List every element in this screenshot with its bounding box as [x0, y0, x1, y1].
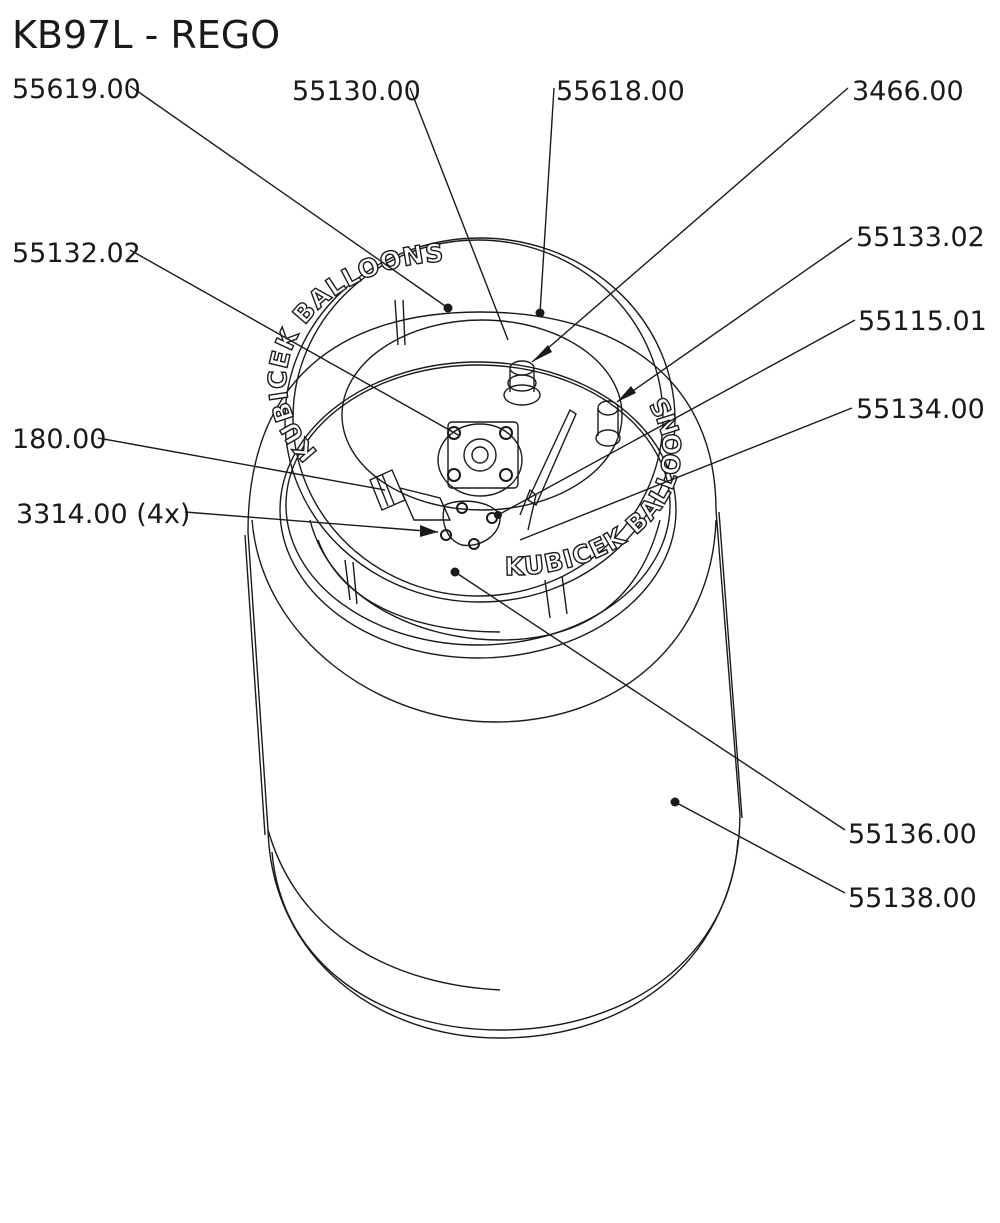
callout-labels: 55619.00 55130.00 55618.00 3466.00 55133…: [12, 74, 987, 914]
ring-emboss-text-bottom: KUBICEK BALLOONS: [505, 391, 688, 581]
callout-label-3314: 3314.00 (4x): [16, 499, 190, 530]
callout-label-55134: 55134.00: [856, 394, 985, 425]
cylinder-body: [244, 311, 743, 1039]
leader-lines: [97, 85, 856, 894]
callout-label-55136: 55136.00: [848, 819, 977, 850]
callout-label-55618: 55618.00: [556, 76, 685, 107]
callout-label-55115: 55115.01: [858, 306, 987, 337]
callout-label-55138: 55138.00: [848, 883, 977, 914]
callout-label-55130: 55130.00: [292, 76, 421, 107]
callout-label-180: 180.00: [12, 424, 106, 455]
callout-label-55619: 55619.00: [12, 74, 141, 105]
callout-label-55132: 55132.02: [12, 238, 141, 269]
callout-label-3466: 3466.00: [852, 76, 964, 107]
internal-components: [369, 360, 621, 550]
callout-label-55133: 55133.02: [856, 222, 985, 253]
ring-emboss-text-top: KUBICEK BALLOONS: [263, 238, 445, 467]
drawing-title: KB97L - REGO: [12, 13, 280, 57]
